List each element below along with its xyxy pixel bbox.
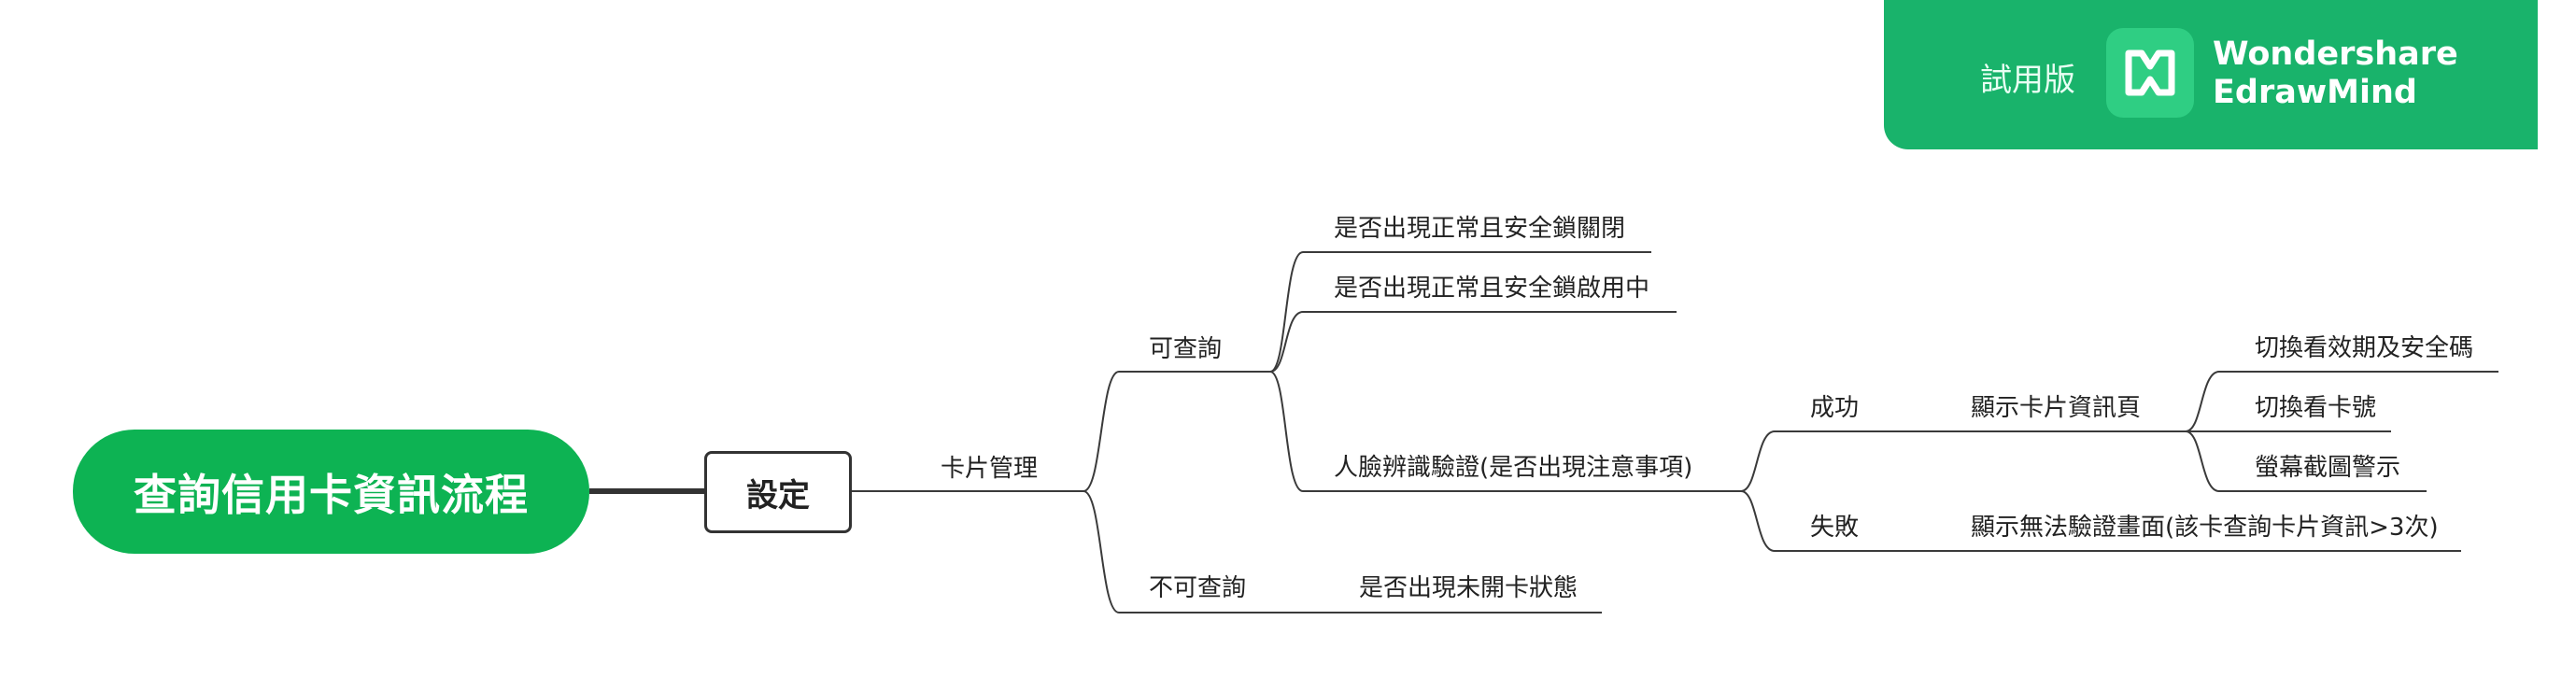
topic-screenshot-warning[interactable]: 螢幕截圖警示 [2255, 454, 2401, 482]
topic-lock-closed[interactable]: 是否出現正常且安全鎖關閉 [1334, 215, 1626, 243]
topic-setting[interactable]: 設定 [704, 451, 852, 533]
connector-info-expiry [2185, 371, 2498, 432]
topic-setting-label: 設定 [746, 476, 810, 515]
topic-card-info-page[interactable]: 顯示卡片資訊頁 [1971, 394, 2142, 422]
trial-label: 試用版 [1980, 62, 2075, 99]
topic-success[interactable]: 成功 [1810, 394, 1860, 422]
topic-not-queryable[interactable]: 不可查詢 [1149, 574, 1247, 602]
topic-toggle-card-number[interactable]: 切換看卡號 [2255, 394, 2377, 422]
brand-name-line2: EdrawMind [2213, 74, 2417, 111]
topic-toggle-expiry-cvv[interactable]: 切換看效期及安全碼 [2255, 334, 2474, 362]
root-topic[interactable]: 查詢信用卡資訊流程 [73, 430, 589, 554]
root-topic-label: 查詢信用卡資訊流程 [134, 469, 529, 520]
brand-name-line1: Wondershare [2213, 35, 2458, 73]
connector-queryable-lockclosed [1269, 251, 1651, 373]
connector-face-failure [1740, 490, 2461, 552]
topic-verify-fail-page[interactable]: 顯示無法驗證畫面(該卡查詢卡片資訊>3次) [1971, 514, 2439, 542]
connector-card-queryable [1083, 371, 1270, 492]
topic-lock-enabled[interactable]: 是否出現正常且安全鎖啟用中 [1334, 275, 1650, 303]
connector-queryable-face [1269, 371, 1741, 492]
topic-face-verification[interactable]: 人臉辨識驗證(是否出現注意事項) [1334, 454, 1693, 482]
topic-queryable[interactable]: 可查詢 [1149, 335, 1223, 363]
topic-failure[interactable]: 失敗 [1810, 514, 1860, 542]
connector-face-success [1740, 430, 2186, 492]
edrawmind-logo-icon [2106, 28, 2194, 118]
connector-info-screenshot [2185, 430, 2427, 492]
topic-card-management[interactable]: 卡片管理 [941, 455, 1039, 483]
topic-not-activated[interactable]: 是否出現未開卡狀態 [1359, 574, 1578, 602]
trial-watermark: 試用版 Wondershare EdrawMind [1884, 0, 2538, 149]
connector-card-notqueryable [1083, 490, 1602, 613]
connector-queryable-lockenabled [1269, 311, 1677, 373]
